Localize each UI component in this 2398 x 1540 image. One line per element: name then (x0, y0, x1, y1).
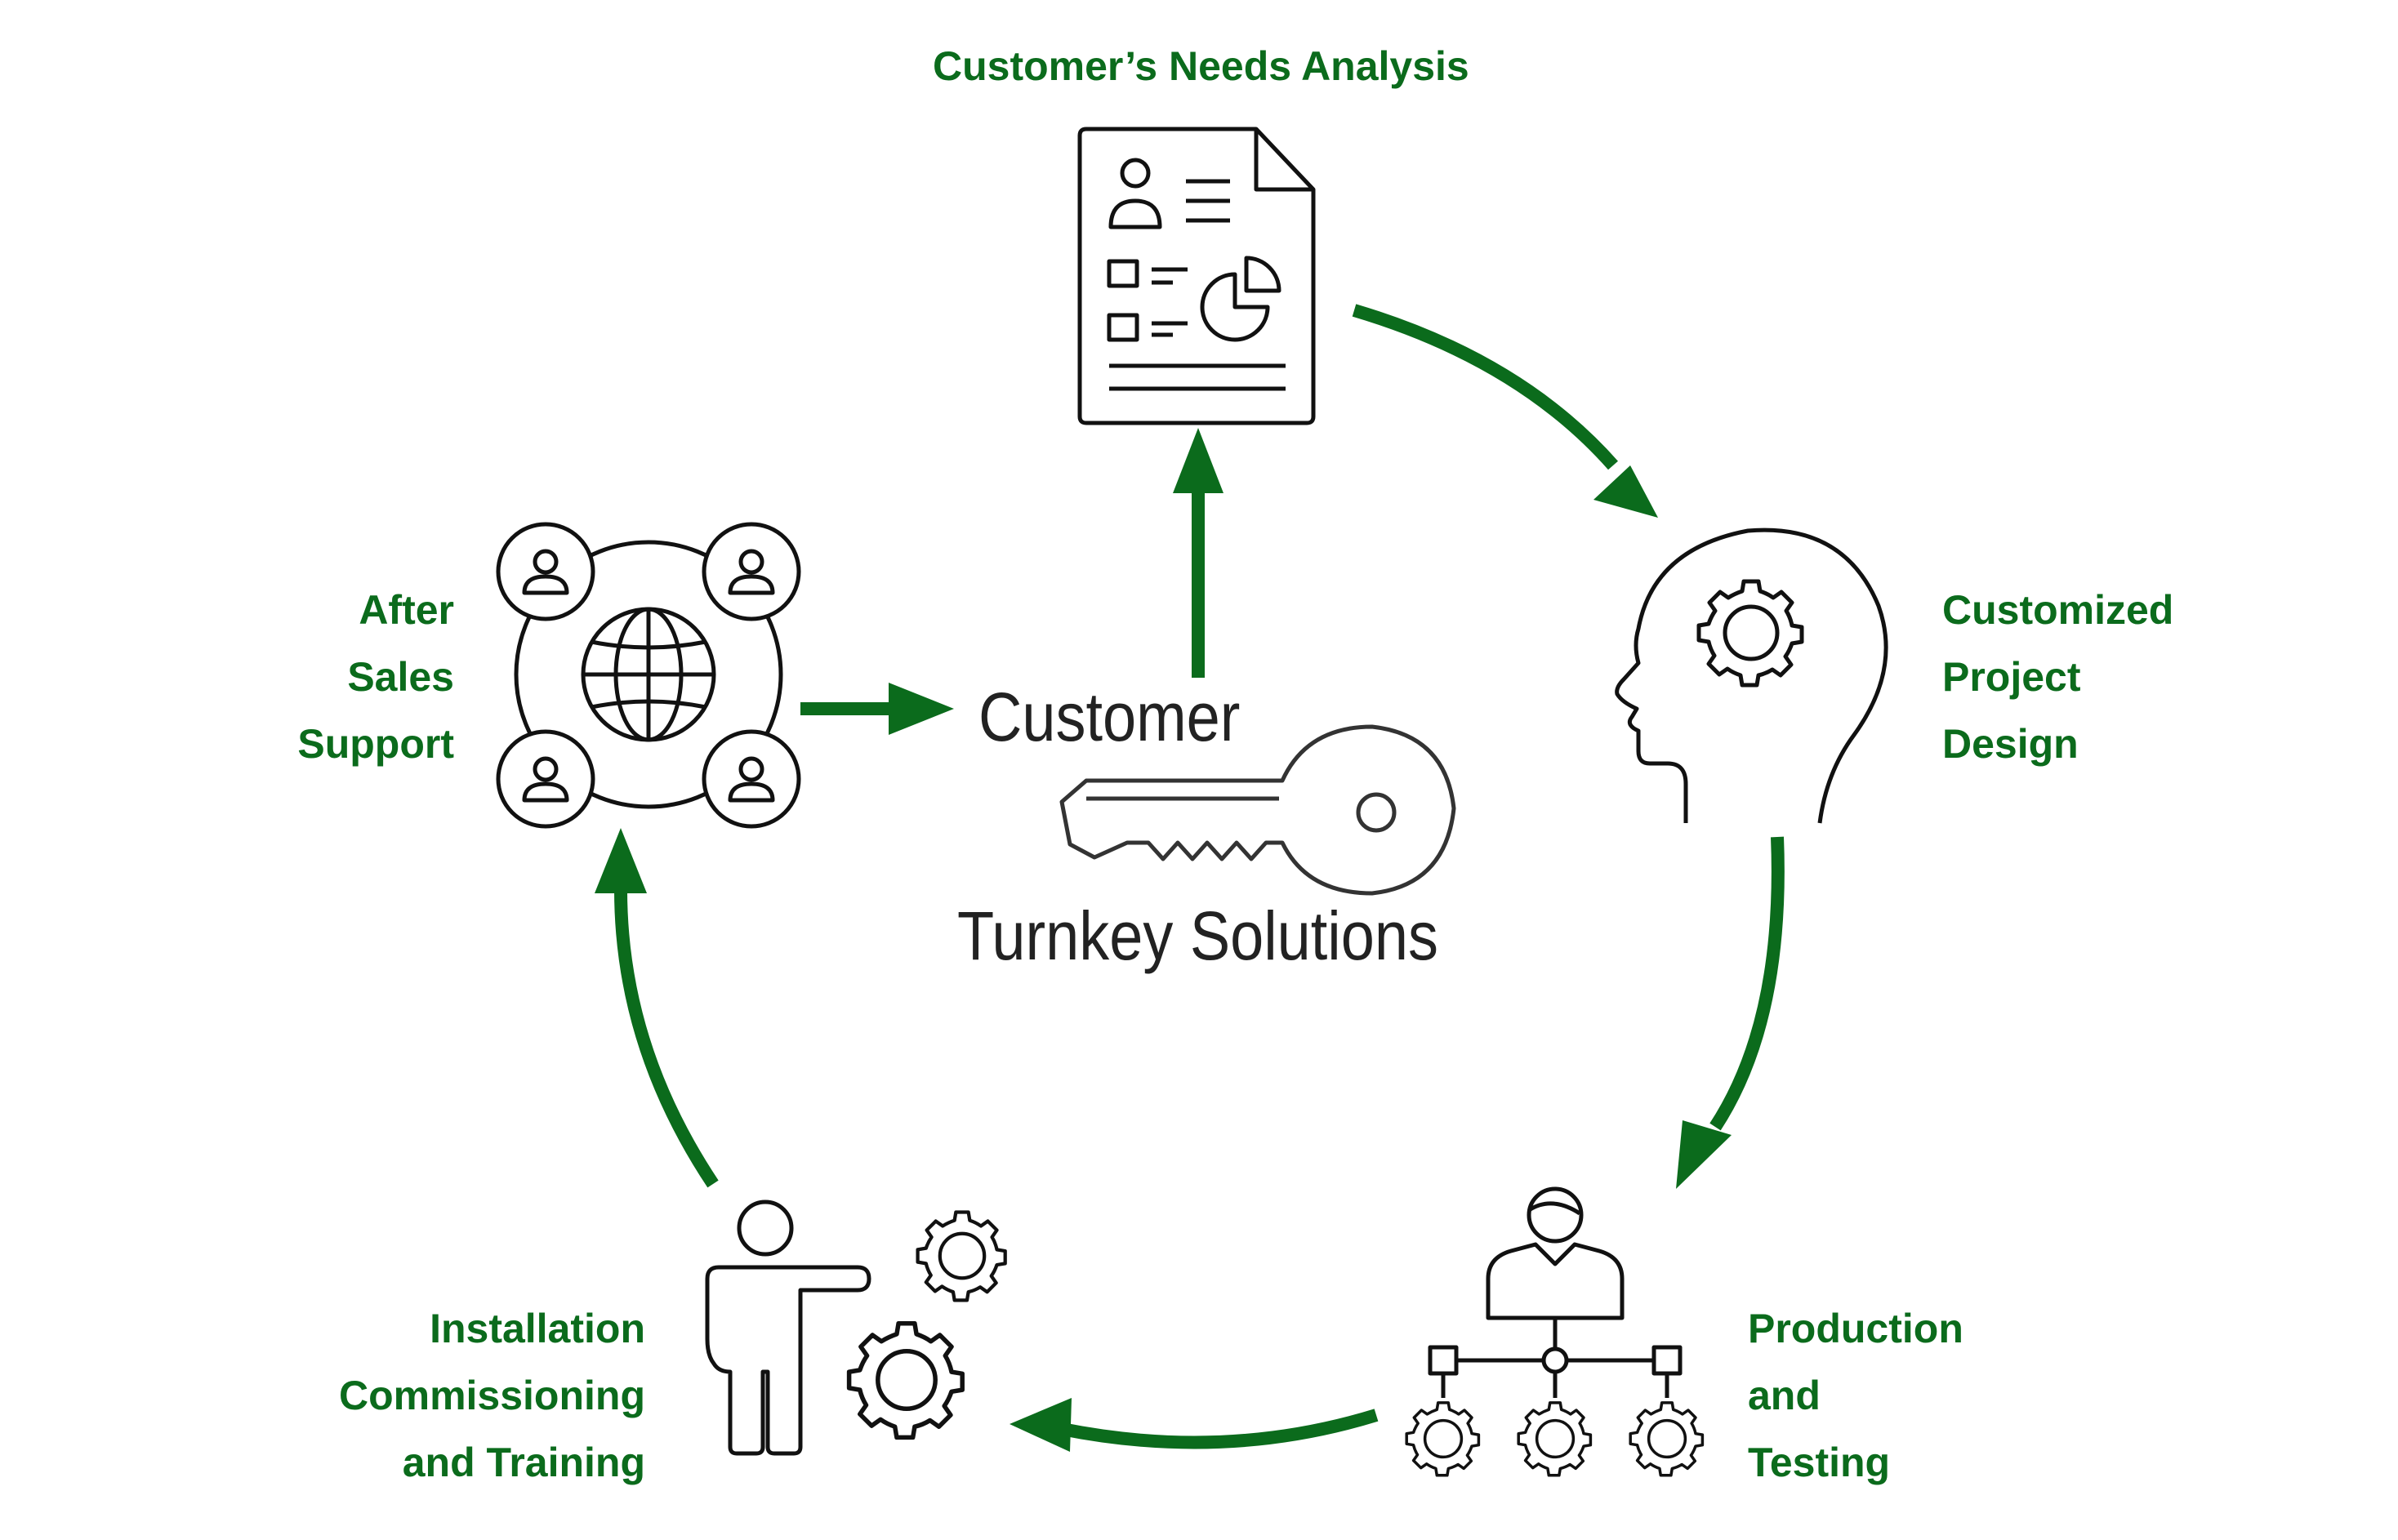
stage-label-production-testing: Production and Testing (1748, 1295, 1963, 1496)
arrow-design-to-production (1709, 836, 1785, 1131)
person-gear-network-icon (1405, 1186, 1705, 1477)
label-line: and (1748, 1373, 1821, 1418)
arrow-production-to-install (1060, 1409, 1379, 1449)
arrowhead-production (1676, 1120, 1732, 1189)
label-line: Design (1942, 721, 2079, 767)
label-line: Sales (347, 654, 454, 700)
label-line: Project (1942, 654, 2081, 700)
label-line: Commissioning (338, 1373, 645, 1418)
document-report-icon (1077, 127, 1316, 425)
stage-label-after-sales: After Sales Support (297, 576, 454, 777)
globe-users-icon (498, 524, 799, 826)
arrowhead-center (889, 683, 954, 735)
label-line: and Training (402, 1440, 645, 1485)
head-gear-icon (1615, 527, 1888, 824)
person-pointing-gears-icon (705, 1200, 1005, 1456)
label-line: Support (297, 721, 454, 767)
arrowhead-needs (1173, 428, 1224, 493)
label-line: Production (1748, 1306, 1963, 1351)
label-line: Installation (430, 1306, 645, 1351)
arrowhead-after (595, 828, 647, 893)
label-line: Customized (1942, 587, 2174, 633)
label-line: After (359, 587, 454, 633)
key-icon (1059, 724, 1456, 896)
center-title-line2: Turnkey Solutions (957, 897, 1438, 974)
stage-label-installation: Installation Commissioning and Training (339, 1295, 645, 1496)
cycle-arrows (595, 304, 1785, 1452)
stage-label-needs-analysis: Customer’s Needs Analysis (933, 33, 1469, 100)
label-line: Testing (1748, 1440, 1891, 1485)
label-line: Customer’s Needs Analysis (933, 43, 1469, 89)
arrow-install-to-after (614, 889, 719, 1188)
arrowhead-install (1010, 1398, 1072, 1452)
center-title-line1: Customer (978, 679, 1241, 755)
stage-label-project-design: Customized Project Design (1942, 576, 2173, 777)
arrowhead-design (1593, 465, 1658, 518)
arrow-needs-to-design (1352, 304, 1618, 470)
